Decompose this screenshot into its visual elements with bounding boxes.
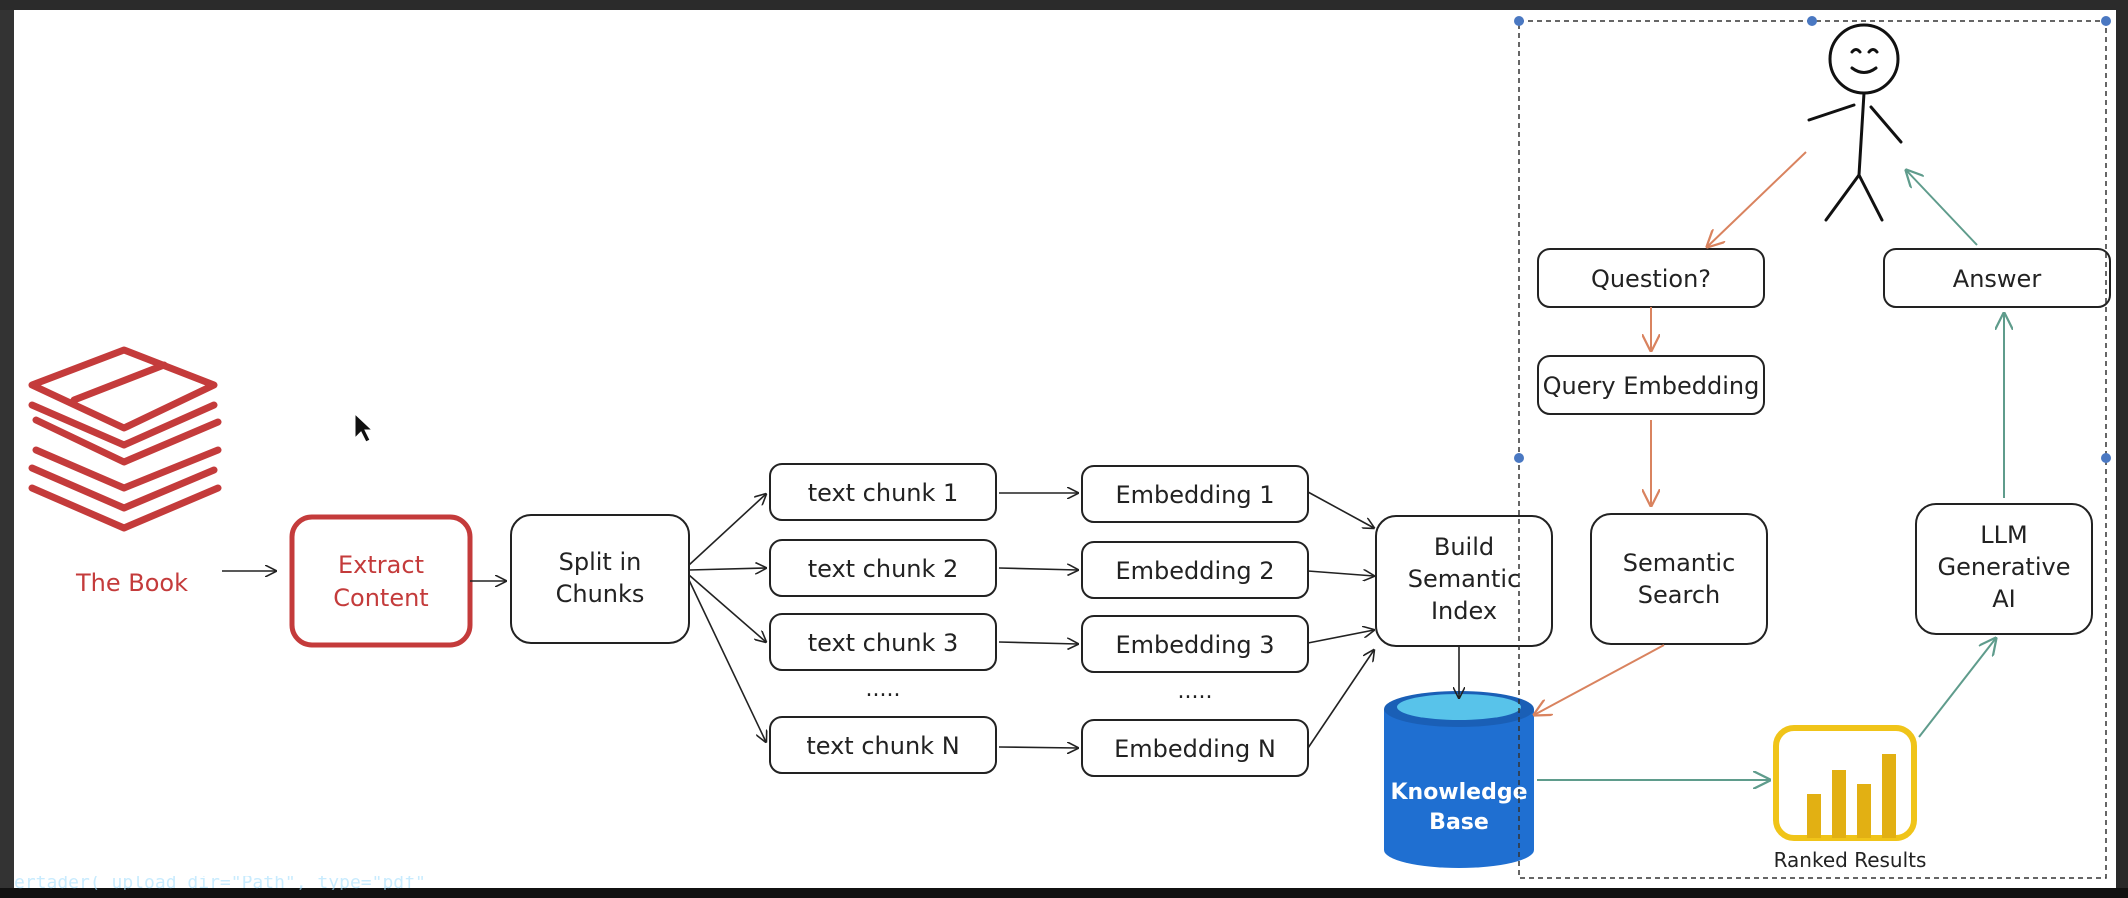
text-chunk-2[interactable]: text chunk 2 [769, 539, 997, 597]
selection-handle[interactable] [2101, 16, 2111, 26]
llm-label-line2: Generative [1938, 553, 2071, 581]
query-embedding-label: Query Embedding [1543, 372, 1760, 400]
selection-frame[interactable] [1518, 20, 2107, 879]
bar-chart-icon [1773, 725, 1917, 841]
embedding-label: Embedding N [1114, 735, 1276, 763]
window-top-bar [0, 0, 2128, 10]
text-chunk-label: text chunk 3 [808, 629, 959, 657]
answer-box[interactable]: Answer [1883, 248, 2111, 308]
answer-label: Answer [1953, 265, 2042, 293]
window-bottom-bar [0, 888, 2128, 898]
answer-arrows [1537, 170, 2004, 780]
extract-content-box[interactable] [289, 514, 473, 648]
question-label: Question? [1591, 265, 1711, 293]
llm-label-line3: AI [1992, 585, 2016, 613]
whiteboard-canvas[interactable]: The Book Extract Content Split in Chunks… [14, 10, 2116, 888]
question-box[interactable]: Question? [1537, 248, 1765, 308]
selection-handle[interactable] [2101, 453, 2111, 463]
book-stack-icon [28, 346, 222, 532]
user-stick-figure-icon [1807, 23, 1903, 222]
text-chunk-label: text chunk N [806, 732, 959, 760]
embedding-2[interactable]: Embedding 2 [1081, 541, 1309, 599]
background-code-text: ertader( upload_dir="Path", type="pdf" [14, 876, 426, 890]
query-arrows [1534, 151, 1807, 715]
embedding-label: Embedding 1 [1115, 481, 1274, 509]
text-chunk-3[interactable]: text chunk 3 [769, 613, 997, 671]
semantic-search-line2: Search [1638, 581, 1720, 609]
window-left-edge [0, 10, 14, 888]
selection-handle[interactable] [1514, 16, 1524, 26]
embedding-label: Embedding 2 [1115, 557, 1274, 585]
selection-handle[interactable] [1807, 16, 1817, 26]
database-icon [1384, 691, 1534, 868]
embedding-n[interactable]: Embedding N [1081, 719, 1309, 777]
window-scrollbar[interactable] [2116, 10, 2128, 888]
text-chunk-n[interactable]: text chunk N [769, 716, 997, 774]
kb-label-line2: Base [1429, 810, 1489, 835]
build-index-box[interactable] [1375, 515, 1553, 647]
index-label-line2: Semantic [1408, 565, 1521, 593]
semantic-search-line1: Semantic [1623, 549, 1736, 577]
book-label: The Book [75, 569, 188, 597]
split-chunks-box[interactable] [510, 514, 690, 644]
llm-box[interactable]: LLM Generative AI [1915, 503, 2093, 635]
text-chunk-1[interactable]: text chunk 1 [769, 463, 997, 521]
kb-label-line1: Knowledge [1390, 780, 1527, 805]
llm-label-line1: LLM [1980, 521, 2027, 549]
ranked-results-label: Ranked Results [1774, 848, 1927, 872]
query-embedding-box[interactable]: Query Embedding [1537, 355, 1765, 415]
split-label-line2: Chunks [556, 580, 645, 608]
extract-label-line1: Extract [338, 551, 424, 579]
chunk-ellipsis: ..... [866, 677, 901, 702]
selection-handle[interactable] [1514, 453, 1524, 463]
split-label-line1: Split in [559, 548, 642, 576]
mouse-cursor-icon [354, 412, 374, 443]
text-chunk-label: text chunk 1 [808, 479, 959, 507]
embedding-label: Embedding 3 [1115, 631, 1274, 659]
embedding-ellipsis: ..... [1178, 679, 1213, 704]
embedding-3[interactable]: Embedding 3 [1081, 615, 1309, 673]
index-label-line3: Index [1431, 597, 1497, 625]
index-label-line1: Build [1434, 533, 1494, 561]
semantic-search-box[interactable]: Semantic Search [1590, 513, 1768, 645]
text-chunk-label: text chunk 2 [808, 555, 959, 583]
extract-label-line2: Content [333, 584, 428, 612]
pipeline-arrows [222, 492, 1459, 748]
embedding-1[interactable]: Embedding 1 [1081, 465, 1309, 523]
